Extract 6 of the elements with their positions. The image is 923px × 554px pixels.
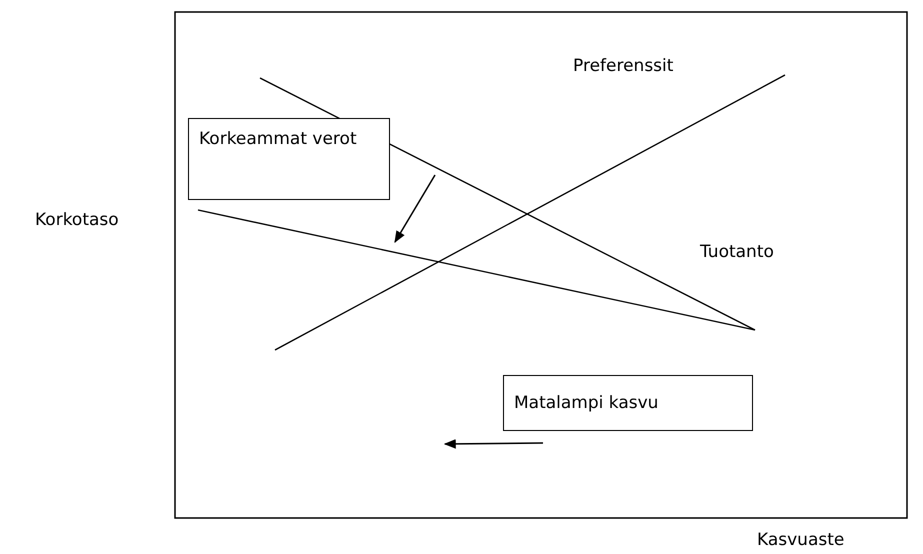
- text-box: Korkeammat verot: [188, 118, 390, 200]
- axis-label: Korkotaso: [35, 210, 119, 230]
- axis-label: Kasvuaste: [757, 530, 844, 550]
- text-box: Matalampi kasvu: [503, 375, 753, 431]
- curve-label: Preferenssit: [573, 56, 674, 76]
- curve-label: Tuotanto: [700, 242, 774, 262]
